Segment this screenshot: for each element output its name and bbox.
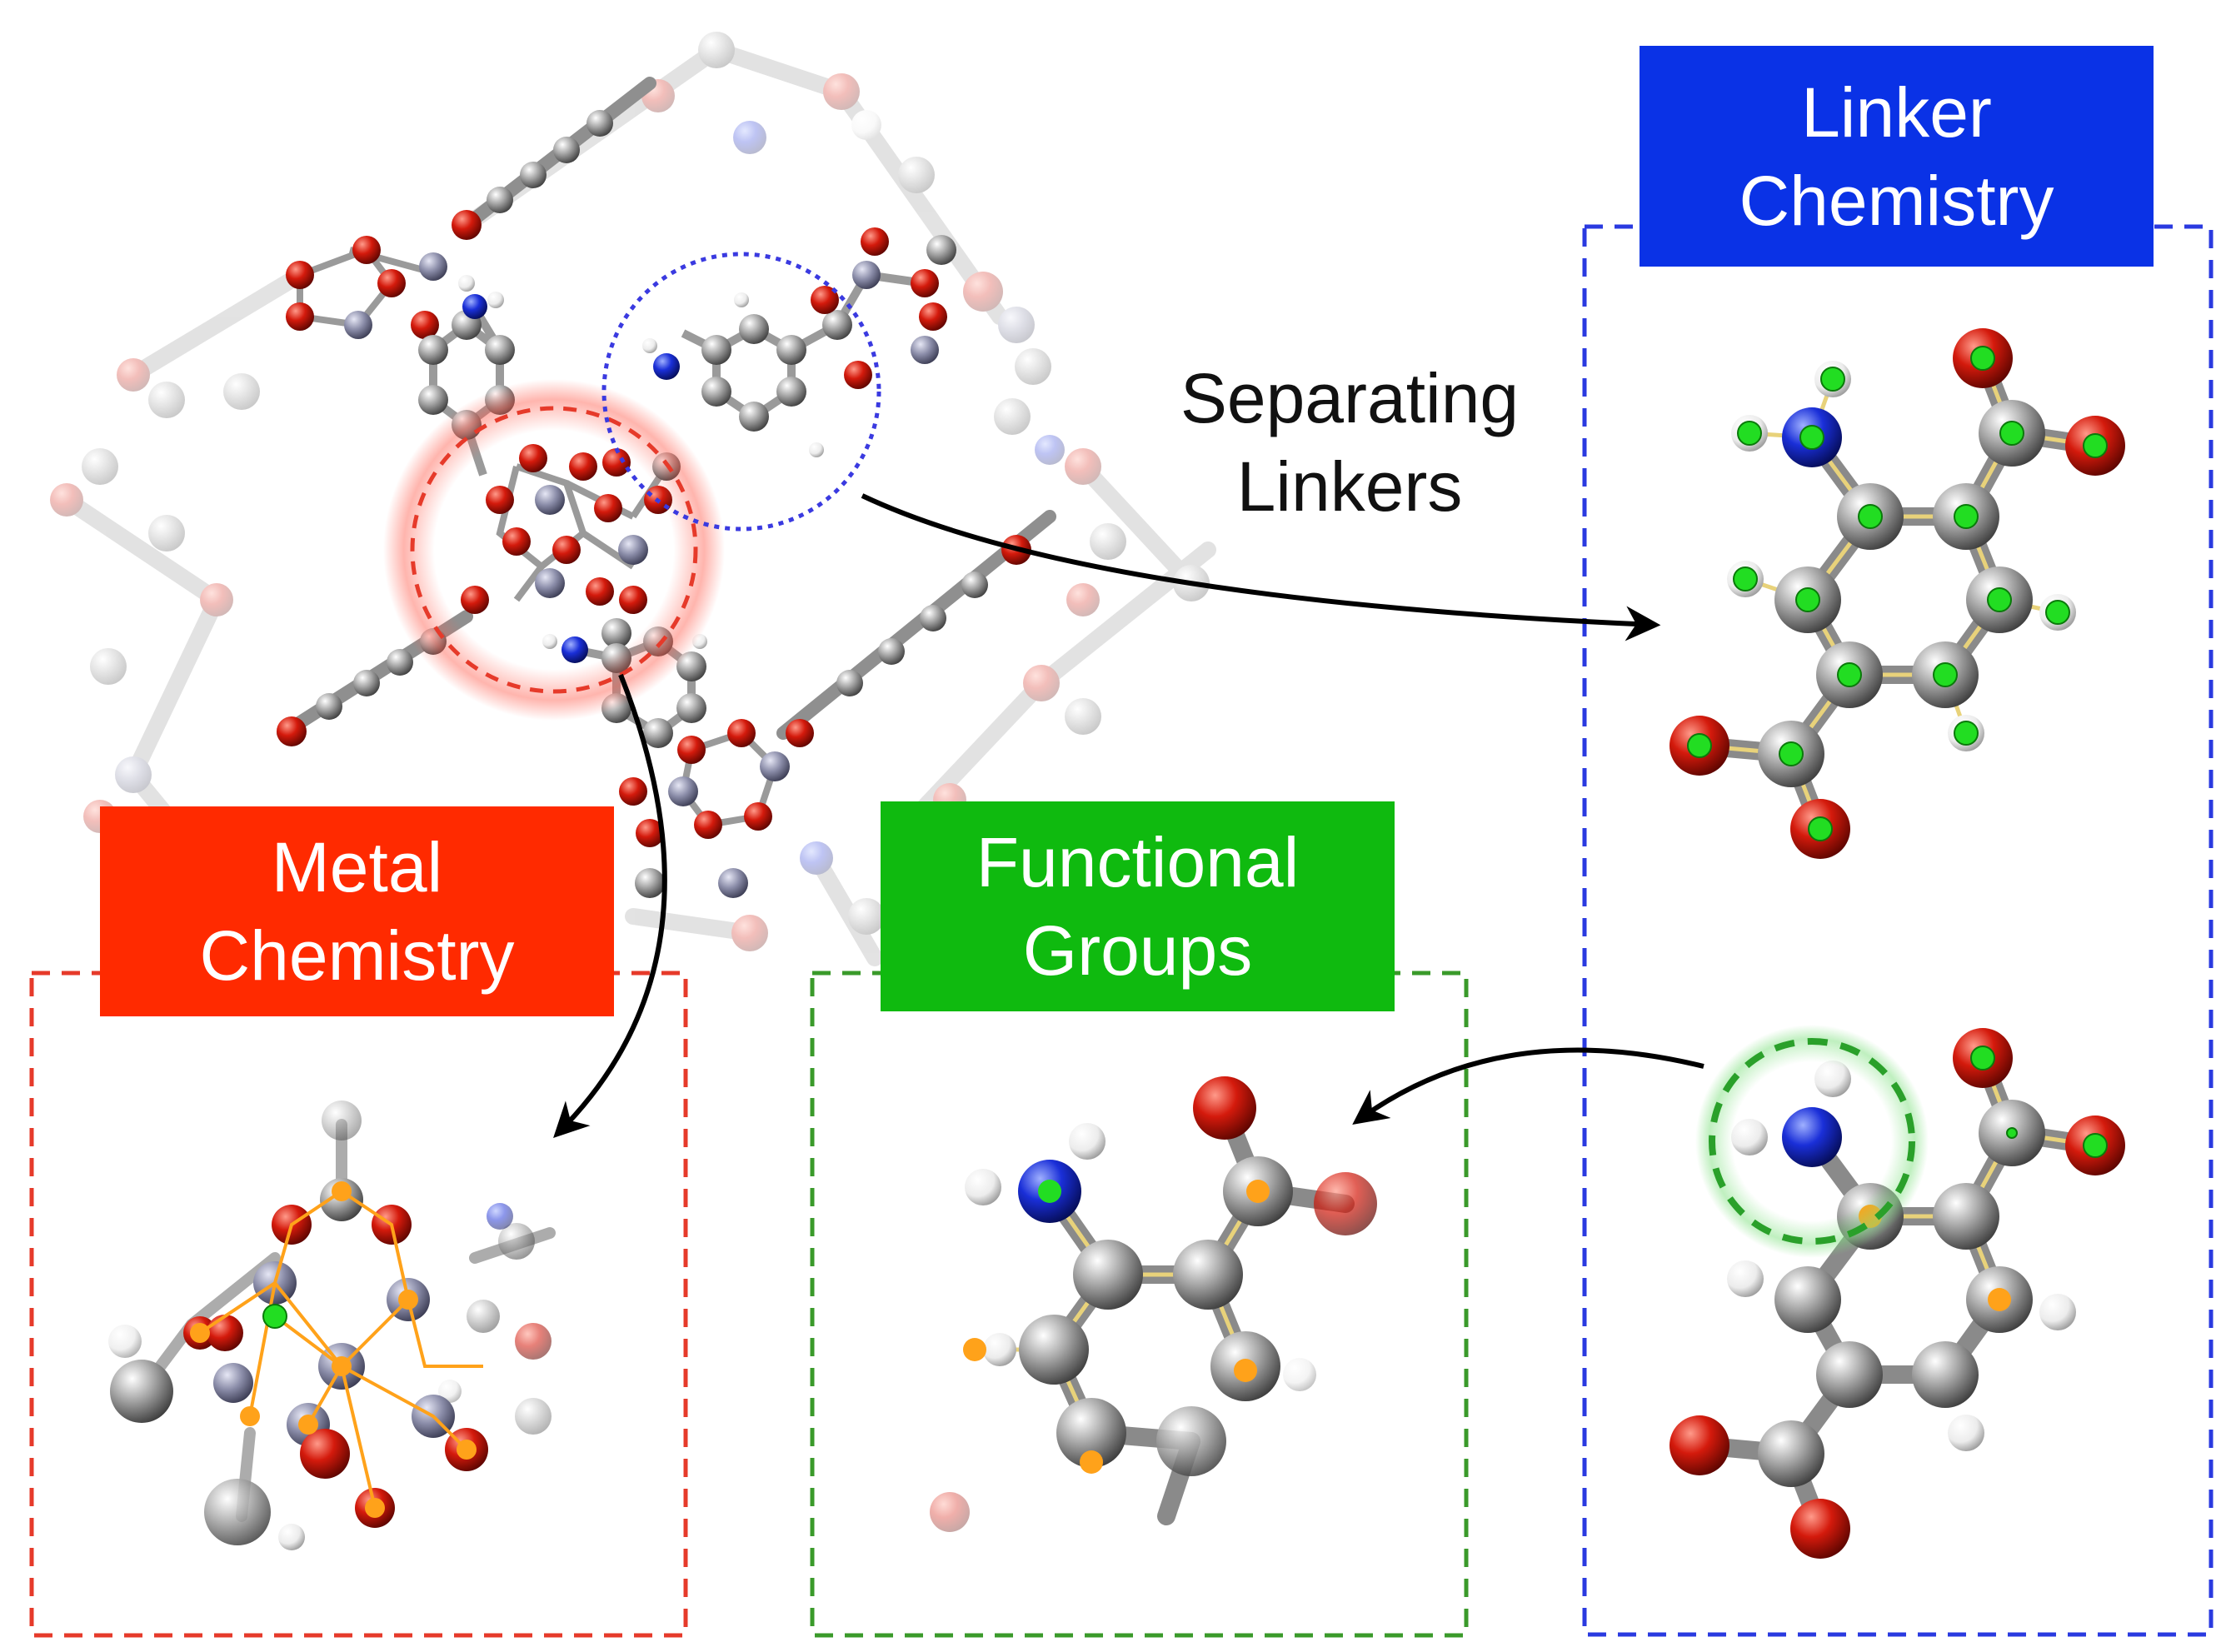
functional-groups-panel <box>810 971 1469 1638</box>
functional-groups-label-line2: Groups <box>1022 911 1253 990</box>
metal-chemistry-label-line2: Chemistry <box>199 916 515 995</box>
metal-node-highlight-ring <box>383 379 725 721</box>
separating-linkers-line2: Linkers <box>1236 447 1463 526</box>
linker-chemistry-label-line1: Linker <box>1801 72 1992 152</box>
mof-framework-background <box>50 32 1216 966</box>
functional-groups-label-line1: Functional <box>976 823 1300 901</box>
metal-node-dashed-ring <box>410 406 698 694</box>
functional-group-fragment <box>930 1076 1377 1532</box>
metal-chemistry-label: Metal Chemistry <box>100 806 614 1016</box>
metal-chemistry-panel <box>29 971 688 1638</box>
separating-linkers-line1: Separating <box>1180 359 1520 437</box>
metal-cluster-fragment <box>108 1101 556 1550</box>
separating-linkers-text: Separating Linkers <box>1133 354 1566 531</box>
arrow-to-functional-groups <box>1352 1047 1704 1125</box>
metal-chemistry-label-line1: Metal <box>271 828 443 906</box>
linker-chemistry-label: Linker Chemistry <box>1640 46 2154 267</box>
linker-chemistry-label-line2: Chemistry <box>1739 161 2054 240</box>
arrow-to-linker-chemistry <box>861 493 1661 641</box>
functional-groups-label: Functional Groups <box>881 801 1395 1011</box>
functional-group-glow-ring <box>1695 1025 1929 1258</box>
linker-molecule-functional-group <box>1670 1025 2125 1559</box>
functional-group-dashed-ring <box>1709 1038 1915 1245</box>
linker-molecule-marked <box>1670 328 2125 859</box>
arrow-to-metal-chemistry <box>553 673 667 1138</box>
linker-highlight-ring <box>601 252 881 532</box>
